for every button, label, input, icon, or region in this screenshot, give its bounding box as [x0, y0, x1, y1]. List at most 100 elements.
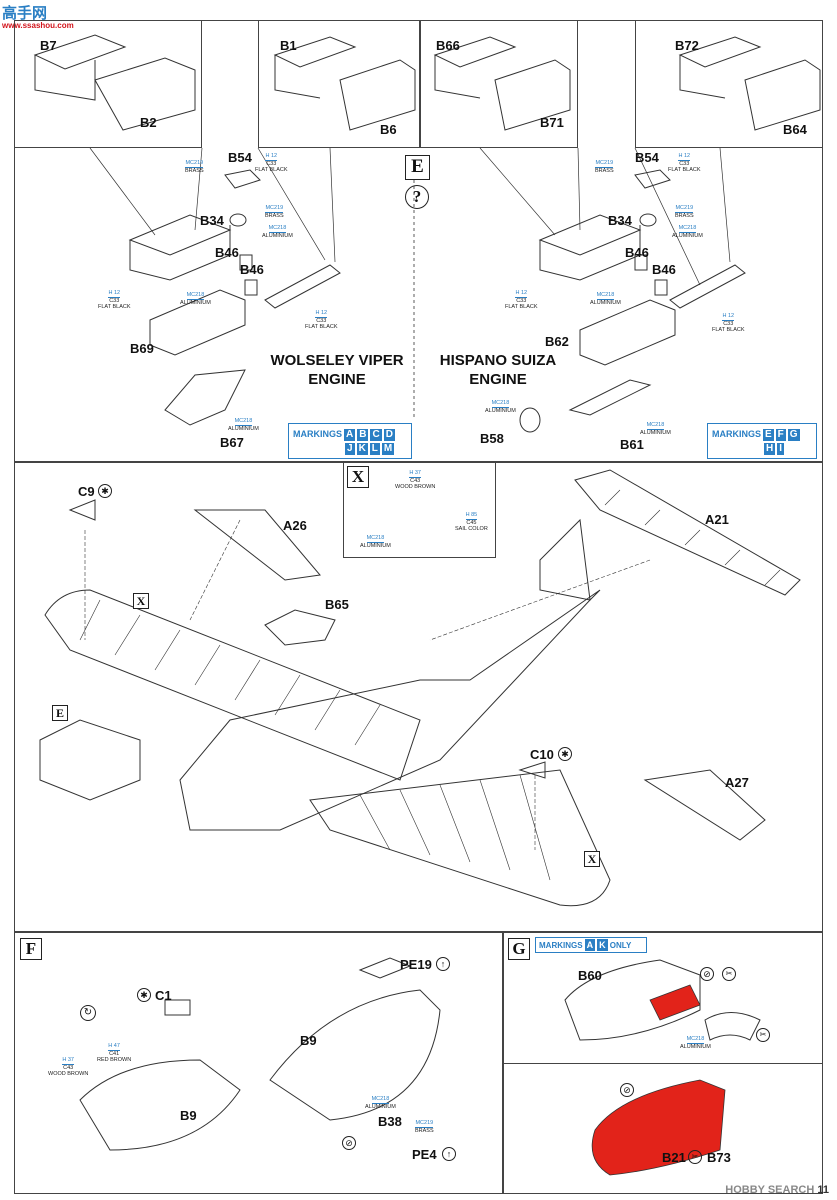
- cut-icon: ✂: [688, 1150, 702, 1164]
- rotate-icon: ↻: [80, 1005, 96, 1021]
- part-label: B7: [40, 38, 57, 53]
- question-icon: ?: [405, 185, 429, 209]
- x-reference-marker: X: [133, 593, 149, 609]
- part-label: B72: [675, 38, 699, 53]
- cement-icon: ✱: [558, 747, 572, 761]
- cut-icon: ✂: [722, 967, 736, 981]
- engine-block-drawing: [33, 34, 821, 131]
- part-label: B65: [325, 597, 349, 612]
- part-label: B2: [140, 115, 157, 130]
- part-label: C1: [155, 988, 172, 1003]
- hispano-engine-title: HISPANO SUIZA ENGINE: [439, 352, 557, 388]
- part-label: B38: [378, 1114, 402, 1129]
- part-label: B58: [480, 431, 504, 446]
- e-reference-marker: E: [52, 705, 68, 721]
- step-x-frame: [343, 462, 496, 558]
- step-f-marker: F: [20, 938, 42, 960]
- wing-ribs: [79, 489, 781, 881]
- part-label: B34: [608, 213, 632, 228]
- flip-arrow-icon: ↑: [442, 1147, 456, 1161]
- part-label: B46: [240, 262, 264, 277]
- part-label: B9: [300, 1033, 317, 1048]
- cement-icon: ✱: [137, 988, 151, 1002]
- part-label: B6: [380, 122, 397, 137]
- step-e-marker: E: [405, 155, 430, 180]
- frame-hispano-b72: [635, 20, 823, 148]
- part-label: B61: [620, 437, 644, 452]
- part-label: C10: [530, 747, 554, 762]
- part-label: B62: [545, 334, 569, 349]
- frame-wolseley-b7: [14, 20, 202, 148]
- red-cowling-b21: [591, 1079, 726, 1176]
- part-label: B46: [652, 262, 676, 277]
- part-label: B34: [200, 213, 224, 228]
- cement-icon: ✱: [98, 484, 112, 498]
- flip-arrow-icon: ↑: [436, 957, 450, 971]
- airframe-drawing: [39, 469, 801, 907]
- wolseley-engine-title: WOLSELEY VIPER ENGINE: [270, 352, 404, 388]
- panel-f-frame: [14, 932, 503, 1194]
- frame-wolseley-b1: [258, 20, 420, 148]
- part-label: B71: [540, 115, 564, 130]
- part-label: A26: [283, 518, 307, 533]
- part-label: B54: [228, 150, 252, 165]
- part-label: B67: [220, 435, 244, 450]
- step-x-marker: X: [347, 466, 369, 488]
- part-label: B69: [130, 341, 154, 356]
- remove-icon: ⊘: [700, 967, 714, 981]
- remove-icon: ⊘: [342, 1136, 356, 1150]
- part-label: C9: [78, 484, 95, 499]
- site-logo: 高手网 www.ssashou.com: [2, 2, 74, 30]
- part-label: B60: [578, 968, 602, 983]
- cut-icon: ✂: [756, 1028, 770, 1042]
- red-part-upper: [649, 984, 701, 1021]
- part-label: PE4: [412, 1147, 437, 1162]
- panel-g-divider: [503, 1063, 823, 1064]
- part-label: B1: [280, 38, 297, 53]
- frame-hispano-b66: [420, 20, 578, 148]
- part-label: B46: [215, 245, 239, 260]
- site-logo-text: 高手网: [2, 5, 48, 22]
- part-label: B64: [783, 122, 807, 137]
- part-label: B73: [707, 1150, 731, 1165]
- site-logo-url: www.ssashou.com: [2, 21, 74, 30]
- part-label: PE19: [400, 957, 432, 972]
- part-label: A21: [705, 512, 729, 527]
- part-label: B54: [635, 150, 659, 165]
- part-label: B9: [180, 1108, 197, 1123]
- step-g-marker: G: [508, 938, 530, 960]
- part-label: A27: [725, 775, 749, 790]
- footer-watermark: HOBBY SEARCH 11: [725, 1184, 829, 1196]
- remove-icon: ⊘: [620, 1083, 634, 1097]
- part-label: B46: [625, 245, 649, 260]
- part-label: B66: [436, 38, 460, 53]
